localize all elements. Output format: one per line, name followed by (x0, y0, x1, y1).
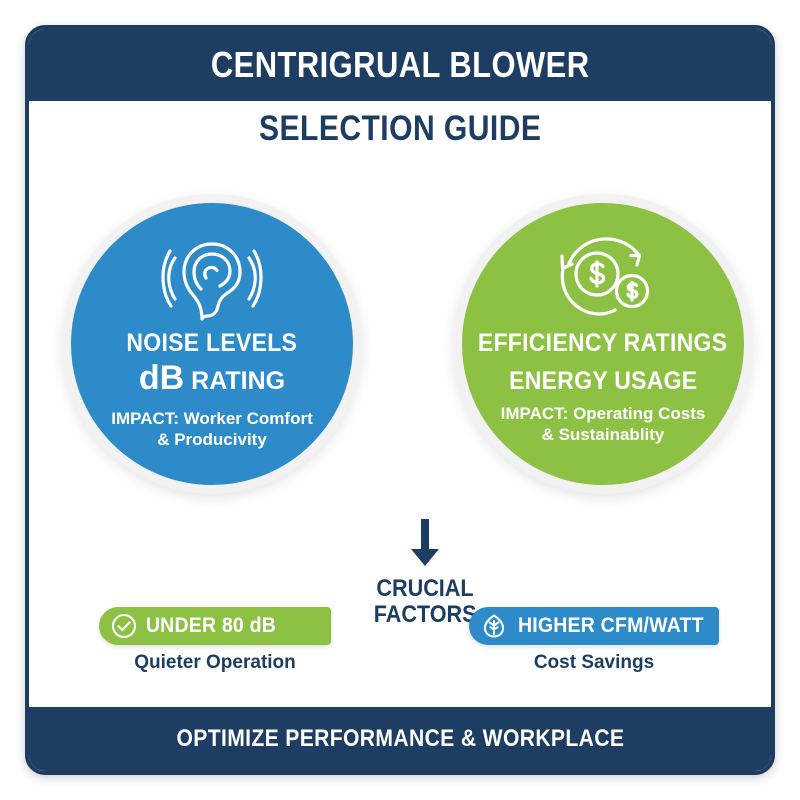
header-bar: CENTRIGRUAL BLOWER (29, 29, 771, 101)
check-circle-icon (107, 613, 141, 639)
factor-impact-noise-line1: IMPACT: Worker Comfort (111, 408, 313, 428)
badge-caption-quieter-operation: Quieter Operation (134, 652, 296, 673)
badge-caption-cost-savings: Cost Savings (533, 652, 655, 673)
crucial-factors-label: CRUCIAL FACTORS (345, 576, 505, 628)
factor-metric-label: RATING (191, 367, 286, 395)
factor-title-energy: ENERGY USAGE (501, 367, 706, 395)
footer-bar: OPTIMIZE PERFORMANCE & WORKPLACE (29, 707, 771, 771)
factor-metric-unit: dB (138, 359, 185, 397)
infographic-frame: CENTRIGRUAL BLOWER SELECTION GUIDE (25, 25, 775, 775)
factor-card-efficiency: EFFICIENCY RATINGS ENERGY USAGE IMPACT: … (453, 194, 753, 494)
badge-higher-cfm-watt-text: HIGHER CFM/WATT (517, 614, 704, 637)
factor-card-noise-levels: NOISE LEVELS dB RATING IMPACT: Worker Co… (62, 194, 362, 494)
money-cycle-icon (547, 233, 659, 325)
factor-impact-efficiency: IMPACT: Operating Costs & Sustainablity (477, 403, 730, 446)
factor-metric-db: dB RATING (139, 357, 285, 400)
footer-tagline: OPTIMIZE PERFORMANCE & WORKPLACE (146, 725, 655, 753)
badge-higher-cfm-watt-label: HIGHER CFM/WATT (511, 614, 711, 638)
factor-impact-noise: IMPACT: Worker Comfort & Producivity (87, 408, 337, 451)
factor-title-efficiency-line2: ENERGY USAGE (508, 367, 698, 395)
badge-under-80-db[interactable]: UNDER 80 dB (99, 607, 331, 645)
crucial-factors-line1: CRUCIAL (376, 575, 474, 602)
factor-impact-efficiency-line1: IMPACT: Operating Costs (500, 404, 706, 423)
badge-under-80-db-label: UNDER 80 dB (141, 614, 281, 638)
factor-title-efficiency: EFFICIENCY RATINGS (467, 329, 738, 357)
page-subtitle-text: SELECTION GUIDE (258, 109, 542, 148)
page-title: CENTRIGRUAL BLOWER (210, 44, 590, 85)
leaf-icon (477, 613, 511, 639)
crucial-factors-line2: FACTORS (373, 600, 477, 628)
page-subtitle: SELECTION GUIDE (29, 109, 771, 149)
factor-title-noise-text: NOISE LEVELS (126, 329, 298, 357)
factor-title-efficiency-line1: EFFICIENCY RATINGS (478, 329, 728, 357)
badge-higher-cfm-watt[interactable]: HIGHER CFM/WATT (469, 607, 719, 645)
factor-impact-efficiency-line2: & Sustainablity (541, 425, 665, 445)
badge-under-80-db-text: UNDER 80 dB (145, 614, 276, 637)
ear-sound-waves-icon (158, 233, 266, 325)
factor-impact-noise-line2: & Producivity (157, 429, 267, 449)
footer-tagline-text: OPTIMIZE PERFORMANCE & WORKPLACE (176, 725, 624, 752)
down-arrow-icon (405, 519, 445, 567)
factor-title-noise: NOISE LEVELS (119, 329, 305, 357)
